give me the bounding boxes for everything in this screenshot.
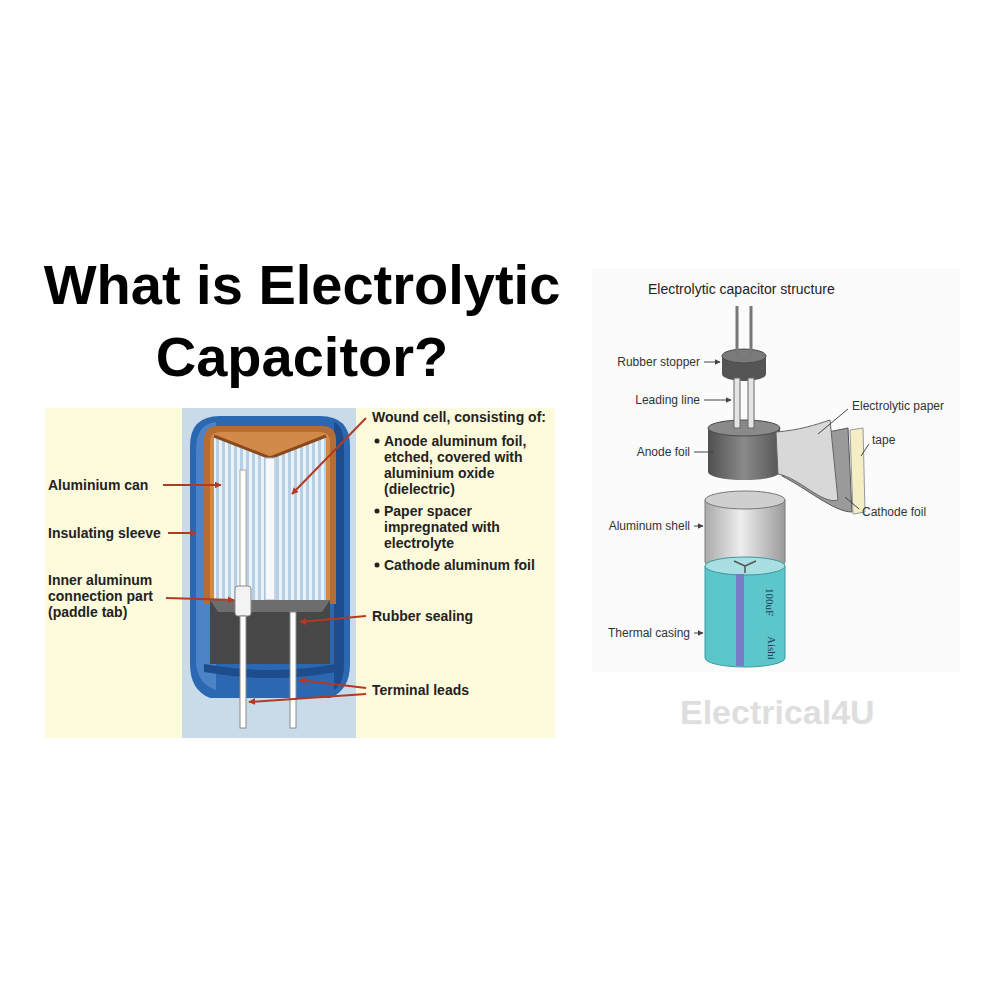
diagram-panel bbox=[45, 408, 555, 738]
part-label: Anode foil bbox=[637, 445, 690, 459]
leader-arrow bbox=[704, 362, 720, 363]
list-item: Cathode aluminum foil bbox=[384, 557, 552, 573]
part-label: Inner aluminum connection part (paddle t… bbox=[48, 572, 160, 620]
part-label: Leading line bbox=[635, 393, 700, 407]
part-label: Rubber sealing bbox=[372, 608, 473, 624]
shell-top bbox=[705, 491, 785, 509]
leader-line bbox=[845, 497, 859, 509]
part-label: Insulating sleeve bbox=[48, 525, 161, 541]
tape bbox=[850, 428, 865, 514]
winding-core bbox=[265, 458, 275, 600]
bullet-dot bbox=[375, 509, 380, 514]
part-label: tape bbox=[872, 433, 895, 447]
can-inner bbox=[210, 432, 330, 604]
leader-arrow bbox=[694, 526, 703, 527]
terminal-lead bbox=[240, 616, 246, 728]
vent-mark bbox=[745, 561, 756, 566]
list-item: Anode aluminum foil, etched, covered wit… bbox=[384, 433, 552, 497]
lead-wire bbox=[736, 306, 739, 356]
aluminium-can bbox=[204, 426, 336, 604]
leader-arrow bbox=[168, 532, 196, 534]
part-label: Electrolytic paper bbox=[852, 399, 944, 413]
part-label: Cathode foil bbox=[862, 505, 926, 519]
thermal-casing bbox=[705, 566, 785, 667]
marking-text: Aishi bbox=[766, 636, 778, 660]
leader-line bbox=[818, 409, 848, 434]
leader-arrow bbox=[704, 400, 731, 401]
leader-arrow bbox=[292, 418, 366, 494]
leader-arrow bbox=[163, 484, 221, 486]
part-label: Thermal casing bbox=[608, 626, 690, 640]
part-label: Aluminium can bbox=[48, 477, 148, 493]
marking-text: 100uF bbox=[764, 588, 776, 616]
stopper-top bbox=[722, 349, 766, 363]
leader-arrow bbox=[694, 633, 703, 634]
leader-arrow bbox=[166, 598, 234, 600]
list-item: Paper spacer impregnated with electrolyt… bbox=[384, 503, 552, 551]
wound-cell bbox=[214, 436, 326, 600]
lead-wire bbox=[750, 306, 753, 356]
bullet-dot bbox=[375, 439, 380, 444]
part-label: Wound cell, consisting of: bbox=[372, 409, 546, 425]
page-title: What is Electrolytic Capacitor? bbox=[22, 249, 582, 393]
vent-mark bbox=[744, 566, 746, 573]
part-label: Rubber stopper bbox=[617, 355, 700, 369]
wound-cell-layers bbox=[214, 436, 326, 600]
inner-lead bbox=[240, 470, 246, 590]
leading-line bbox=[748, 378, 754, 428]
rubber-top-face bbox=[210, 600, 330, 612]
watermark: Electrical4U bbox=[680, 692, 875, 732]
rubber-sealing bbox=[210, 600, 330, 664]
part-label: Aluminum shell bbox=[609, 519, 690, 533]
leading-line bbox=[734, 378, 740, 428]
diagram-title: Electrolytic capacitor structure bbox=[648, 281, 835, 297]
paddle-tab bbox=[235, 586, 251, 616]
backdrop-band bbox=[182, 408, 356, 738]
leader-line bbox=[694, 452, 714, 453]
leader-line bbox=[861, 444, 869, 456]
vent-mark bbox=[734, 561, 745, 566]
can-cut-edge bbox=[214, 436, 326, 458]
electrolytic-paper bbox=[776, 420, 838, 501]
roll-top bbox=[708, 420, 780, 436]
leader-arrow bbox=[249, 694, 366, 702]
bullet-dot bbox=[375, 563, 380, 568]
leader-arrow bbox=[299, 680, 366, 688]
diagram-panel bbox=[592, 268, 960, 672]
casing-top bbox=[705, 557, 785, 575]
sleeve-crimp bbox=[204, 664, 336, 678]
part-label: Terminal leads bbox=[372, 682, 469, 698]
terminal-lead bbox=[290, 612, 296, 728]
polarity-stripe bbox=[736, 574, 744, 666]
leader-arrow bbox=[300, 616, 366, 622]
